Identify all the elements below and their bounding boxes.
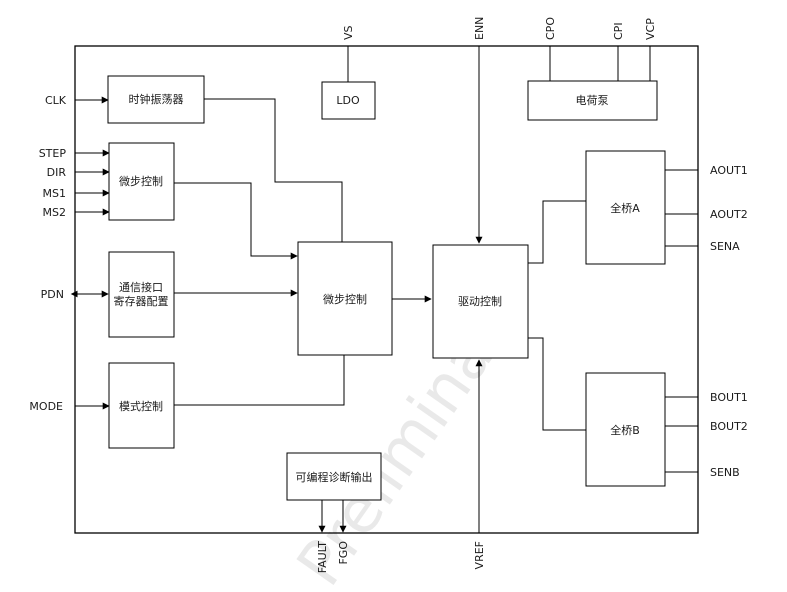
block-mode-control (108, 362, 175, 449)
pin-bout2: BOUT2 (710, 420, 748, 433)
label-charge-pump: 电荷泵 (576, 94, 609, 107)
block-full-bridge-a (585, 150, 666, 265)
pin-dir: DIR (47, 166, 67, 179)
pin-clk: CLK (45, 94, 67, 107)
pin-bout1: BOUT1 (710, 391, 748, 404)
label-comm-interface: 通信接口 (119, 281, 163, 294)
wire-drive-to-bridge-a (528, 200, 586, 264)
label-ldo: LDO (336, 94, 360, 107)
label-full-bridge-b: 全桥B (610, 423, 640, 437)
pin-vs: VS (342, 25, 355, 40)
label-microstep-core: 微步控制 (323, 292, 367, 306)
block-comm-interface (108, 251, 175, 338)
block-microstep-core (297, 241, 393, 356)
block-charge-pump (527, 80, 658, 121)
label-programmable-diagnostic: 可编程诊断输出 (296, 470, 373, 484)
chip-outline (74, 45, 699, 534)
pin-sena: SENA (710, 240, 740, 253)
label-clock-oscillator: 时钟振荡器 (129, 92, 184, 106)
label-register-config: 寄存器配置 (114, 294, 169, 308)
wire-mode-to-core (174, 355, 345, 406)
block-microstep-input (108, 142, 175, 221)
pin-cpi: CPI (612, 22, 625, 40)
label-drive-control: 驱动控制 (458, 294, 502, 308)
pin-aout1: AOUT1 (710, 164, 748, 177)
block-full-bridge-b (585, 372, 666, 487)
label-microstep-input: 微步控制 (119, 174, 163, 188)
pin-enn: ENN (473, 17, 486, 40)
wire-drive-to-bridge-b (528, 337, 586, 431)
pin-vcp: VCP (644, 18, 657, 40)
wire-osc-to-core (204, 98, 343, 242)
pin-ms1: MS1 (43, 187, 66, 200)
pin-cpo: CPO (544, 17, 557, 40)
pin-step: STEP (39, 147, 67, 160)
label-full-bridge-a: 全桥A (610, 201, 640, 215)
block-programmable-diagnostic (286, 452, 382, 501)
wire-microstep-to-core (174, 182, 298, 260)
pin-fault: FAULT (316, 541, 329, 574)
pin-pdn: PDN (41, 288, 64, 301)
pin-ms2: MS2 (43, 206, 66, 219)
pin-senb: SENB (710, 466, 740, 479)
label-mode-control: 模式控制 (119, 399, 163, 413)
pin-aout2: AOUT2 (710, 208, 748, 221)
block-clock-oscillator (107, 75, 205, 124)
pin-mode: MODE (29, 400, 63, 413)
block-drive-control (432, 244, 529, 359)
pin-fgo: FGO (337, 541, 350, 565)
pin-vref: VREF (473, 541, 486, 569)
